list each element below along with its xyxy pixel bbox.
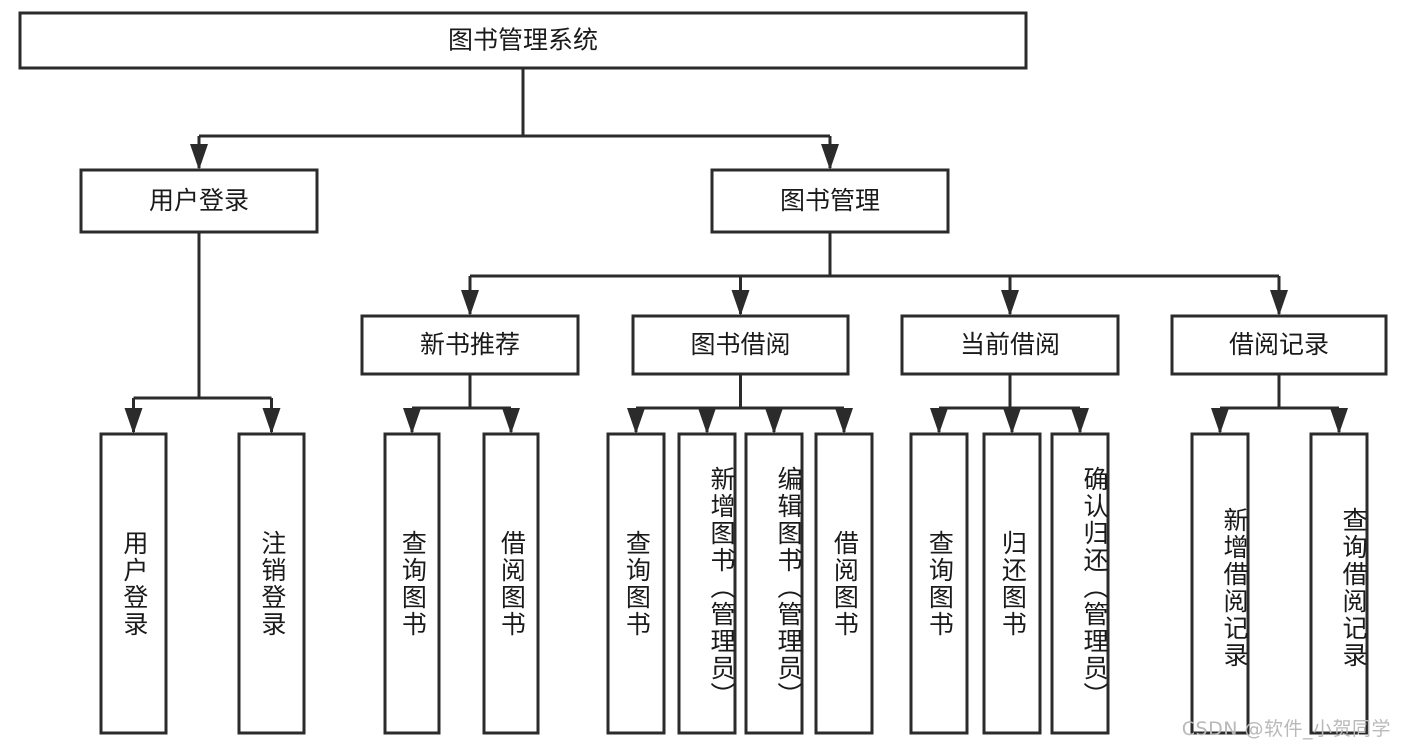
node-box-leaf-return-book[interactable] <box>982 432 1042 735</box>
leafgrp-book-borrow-arrow-1 <box>698 408 716 434</box>
node-box-leaf-query-book-2[interactable] <box>606 432 666 735</box>
node-label-current-borrow: 当前借阅 <box>960 330 1060 359</box>
node-label-new-book-recommend: 新书推荐 <box>420 330 520 359</box>
node-box-user-login[interactable] <box>79 168 319 234</box>
root-to-l2-arrow-1 <box>821 144 839 170</box>
node-box-leaf-confirm-return-admin[interactable] <box>1050 432 1110 735</box>
leafgrp-book-borrow-arrow-0 <box>627 408 645 434</box>
connectors-layer <box>124 68 1348 434</box>
node-label-borrow-record: 借阅记录 <box>1229 330 1329 359</box>
node-box-leaf-user-logout[interactable] <box>237 432 306 735</box>
node-box-leaf-add-book-admin[interactable] <box>677 432 737 735</box>
leafgrp-current-borrow-arrow-2 <box>1071 408 1089 434</box>
leafgrp-user-login-arrow-1 <box>262 408 281 434</box>
node-label-user-login: 用户登录 <box>149 186 249 215</box>
root-to-l2-arrow-0 <box>190 144 208 170</box>
node-box-current-borrow[interactable] <box>900 314 1120 376</box>
node-label-root: 图书管理系统 <box>448 26 598 55</box>
leafgrp-current-borrow-arrow-0 <box>930 408 948 434</box>
leafgrp-new-book-recommend-arrow-0 <box>403 408 421 434</box>
node-box-leaf-query-book-1[interactable] <box>383 432 441 735</box>
leafgrp-user-login-arrow-0 <box>124 408 143 434</box>
node-label-book-manage: 图书管理 <box>780 186 880 215</box>
node-box-root[interactable] <box>18 11 1028 70</box>
l2-to-l3-arrow-0 <box>461 290 479 316</box>
node-box-leaf-borrow-book-2[interactable] <box>814 432 874 735</box>
l2-to-l3-arrow-2 <box>1001 290 1019 316</box>
node-box-leaf-edit-book-admin[interactable] <box>744 432 804 735</box>
l2-to-l3-arrow-3 <box>1270 290 1288 316</box>
leafgrp-book-borrow-arrow-2 <box>765 408 783 434</box>
leafgrp-borrow-record-arrow-1 <box>1330 408 1348 434</box>
l2-to-l3-arrow-1 <box>731 290 750 316</box>
node-box-leaf-add-borrow-record[interactable] <box>1190 432 1250 735</box>
node-box-book-manage[interactable] <box>710 168 950 234</box>
leafgrp-new-book-recommend-arrow-1 <box>502 408 520 434</box>
node-box-leaf-query-book-3[interactable] <box>909 432 969 735</box>
boxes-layer <box>18 11 1388 735</box>
leafgrp-current-borrow-arrow-1 <box>1003 408 1021 434</box>
node-box-leaf-borrow-book-1[interactable] <box>482 432 540 735</box>
node-box-leaf-user-login[interactable] <box>99 432 168 735</box>
node-label-book-borrow: 图书借阅 <box>690 330 790 359</box>
node-box-borrow-record[interactable] <box>1170 314 1388 376</box>
node-box-book-borrow[interactable] <box>631 314 850 376</box>
watermark-text: CSDN @软件_小贺同学 <box>1181 718 1391 740</box>
node-box-leaf-query-borrow-record[interactable] <box>1309 432 1369 735</box>
leafgrp-book-borrow-arrow-3 <box>835 408 853 434</box>
node-box-new-book-recommend[interactable] <box>360 314 580 376</box>
leafgrp-borrow-record-arrow-0 <box>1211 408 1229 434</box>
